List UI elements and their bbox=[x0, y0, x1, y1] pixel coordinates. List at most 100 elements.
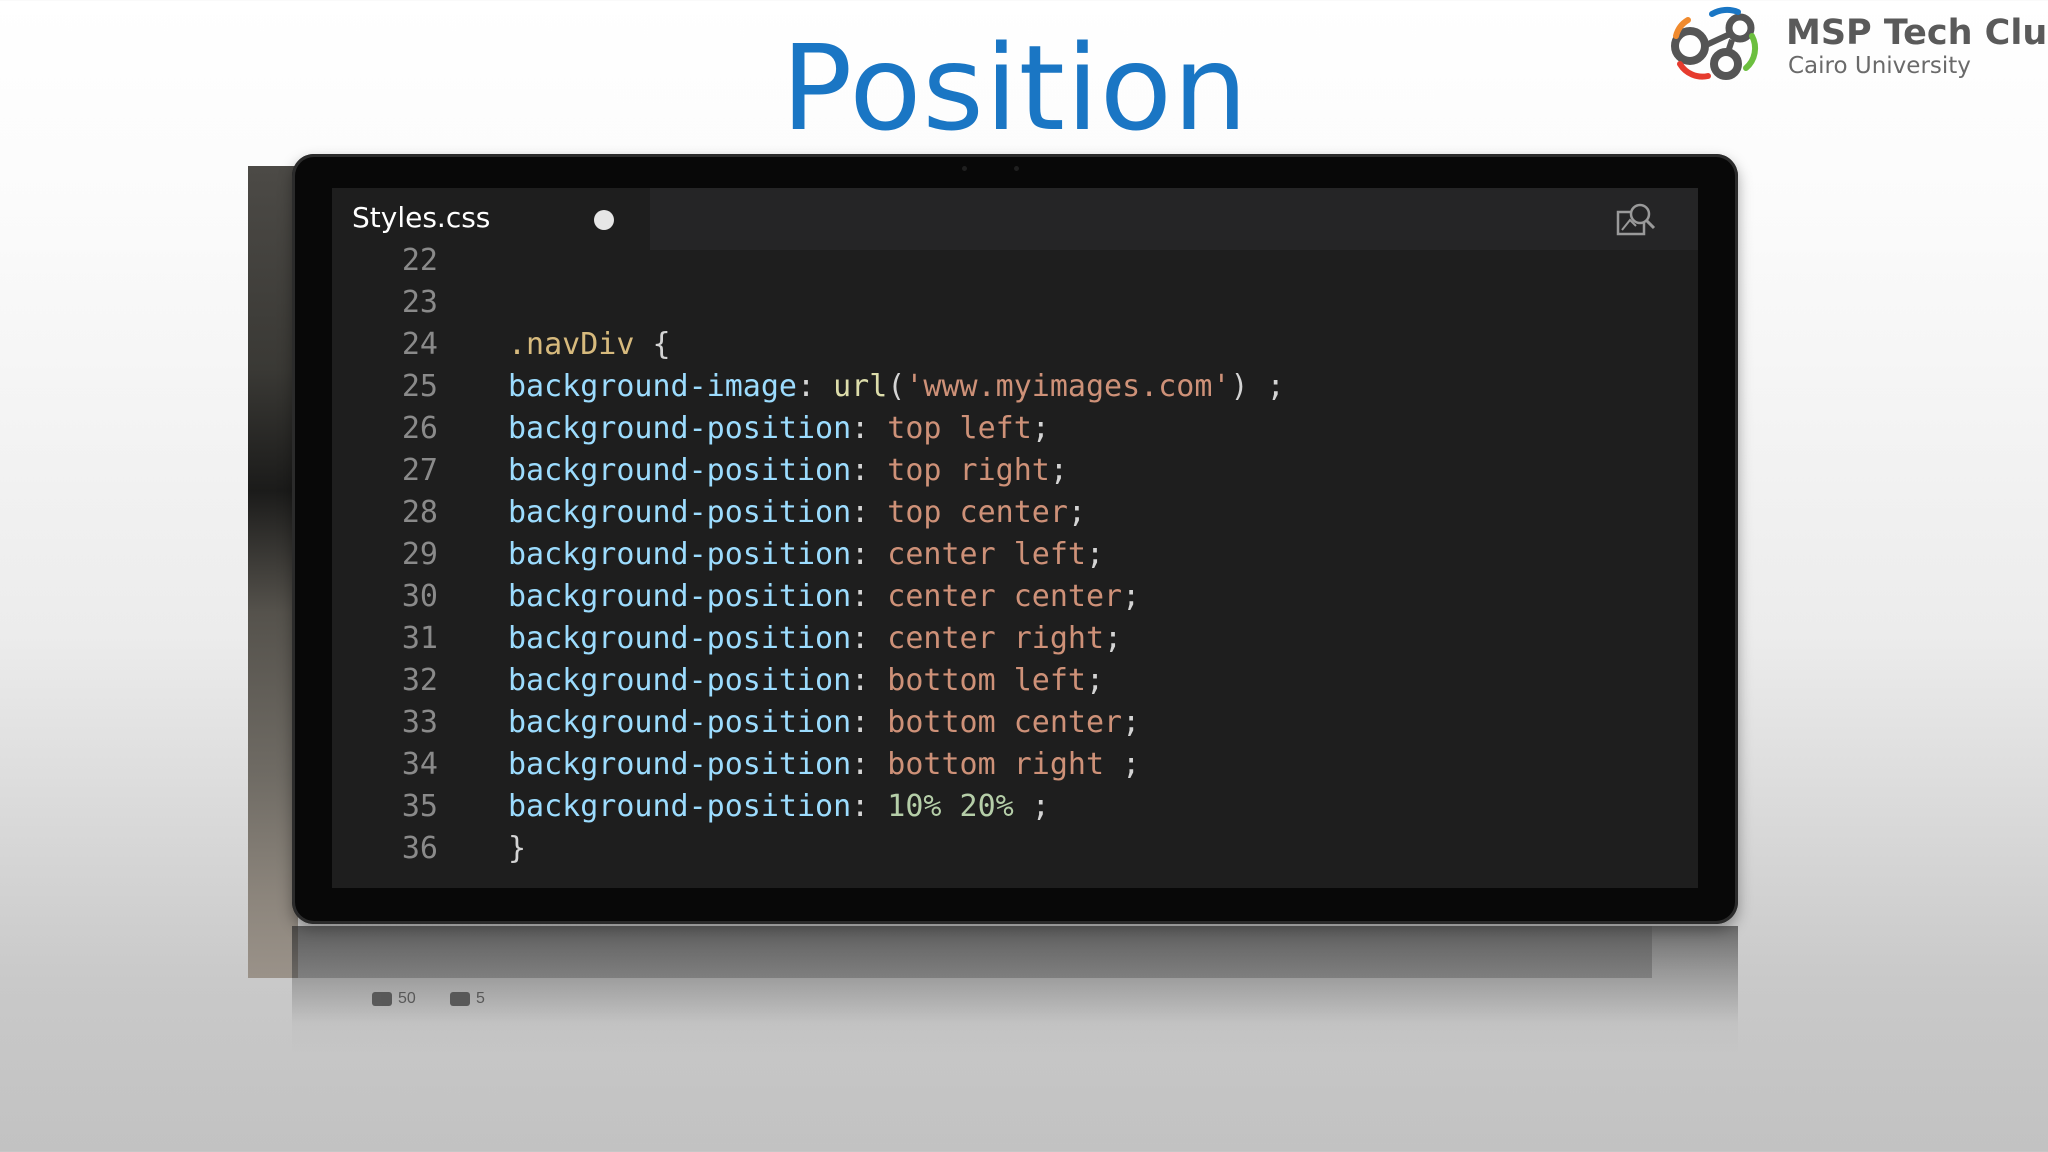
code-token: : bbox=[851, 453, 888, 488]
line-number: 32 bbox=[401, 663, 438, 698]
line-number: 33 bbox=[401, 705, 438, 740]
code-token: center right bbox=[887, 621, 1105, 656]
code-token: : bbox=[851, 411, 888, 446]
open-preview-icon[interactable] bbox=[1614, 200, 1658, 240]
line-source: background-position: center center; bbox=[508, 576, 1140, 618]
code-token: } bbox=[508, 831, 527, 866]
line-number: 28 bbox=[401, 495, 438, 530]
code-token: background-position bbox=[508, 495, 852, 530]
camera-icon bbox=[1014, 166, 1019, 171]
message-icon bbox=[450, 991, 470, 1006]
line-number: 25 bbox=[401, 369, 438, 404]
code-token: ) ; bbox=[1230, 369, 1285, 404]
code-token: : bbox=[851, 537, 888, 572]
code-token: top left bbox=[887, 411, 1032, 446]
code-token: ; bbox=[1013, 789, 1050, 824]
code-token: ; bbox=[1122, 705, 1141, 740]
device-reflection: 50 5 bbox=[292, 926, 1738, 1056]
line-source: background-position: bottom right ; bbox=[508, 744, 1140, 786]
code-token: : bbox=[851, 789, 888, 824]
line-source: background-position: bottom left; bbox=[508, 660, 1104, 702]
line-source: background-position: center left; bbox=[508, 534, 1104, 576]
comment-icon bbox=[372, 991, 392, 1006]
code-token: 10% 20% bbox=[887, 789, 1014, 824]
code-line[interactable]: 22 bbox=[332, 240, 1698, 282]
line-number: 26 bbox=[401, 411, 438, 446]
stat-value: 50 bbox=[398, 990, 416, 1007]
code-token: background-position bbox=[508, 411, 852, 446]
code-line[interactable]: 36} bbox=[332, 828, 1698, 870]
code-token: ; bbox=[1104, 621, 1123, 656]
code-token: background-image bbox=[508, 369, 797, 404]
slide-title: Position bbox=[781, 19, 1249, 157]
line-source: background-position: top right; bbox=[508, 450, 1068, 492]
code-token: url bbox=[833, 369, 888, 404]
code-line[interactable]: 33 background-position: bottom center; bbox=[332, 702, 1698, 744]
line-source: background-position: 10% 20% ; bbox=[508, 786, 1050, 828]
reflection-video bbox=[292, 926, 1652, 978]
code-token: center center bbox=[887, 579, 1123, 614]
code-token: : bbox=[851, 747, 888, 782]
code-token: background-position bbox=[508, 621, 852, 656]
code-token: center left bbox=[887, 537, 1086, 572]
editor-tab-bar: Styles.css bbox=[332, 188, 1698, 250]
code-token: ; bbox=[1049, 453, 1068, 488]
code-token: : bbox=[851, 621, 888, 656]
line-source: background-image: url('www.myimages.com'… bbox=[508, 366, 1285, 408]
code-token: top center bbox=[887, 495, 1068, 530]
line-number: 22 bbox=[401, 243, 438, 278]
code-line[interactable]: 31 background-position: center right; bbox=[332, 618, 1698, 660]
line-number: 23 bbox=[401, 285, 438, 320]
code-token: ; bbox=[1122, 579, 1141, 614]
code-token: ; bbox=[1031, 411, 1050, 446]
code-line[interactable]: 23 bbox=[332, 282, 1698, 324]
stat-value: 5 bbox=[476, 990, 485, 1007]
tab-label: Styles.css bbox=[352, 201, 491, 234]
line-number: 24 bbox=[401, 327, 438, 362]
code-token: ( bbox=[887, 369, 906, 404]
code-line[interactable]: 26 background-position: top left; bbox=[332, 408, 1698, 450]
code-line[interactable]: 24 .navDiv { bbox=[332, 324, 1698, 366]
code-token: : bbox=[851, 663, 888, 698]
code-token: : bbox=[851, 705, 888, 740]
line-source: } bbox=[508, 828, 526, 870]
line-number: 35 bbox=[401, 789, 438, 824]
code-token: ; bbox=[1085, 537, 1105, 572]
code-token: background-position bbox=[508, 747, 852, 782]
reflection-stat-messages: 5 bbox=[450, 990, 485, 1008]
code-line[interactable]: 25 background-image: url('www.myimages.co… bbox=[332, 366, 1698, 408]
background-video-frame bbox=[248, 166, 298, 978]
line-number: 30 bbox=[401, 579, 438, 614]
code-token: ; bbox=[1085, 663, 1105, 698]
code-token: background-position bbox=[508, 789, 852, 824]
bezel-dot bbox=[962, 166, 967, 171]
code-token: 'www.myimages.com' bbox=[905, 369, 1231, 404]
line-number: 31 bbox=[401, 621, 438, 656]
reflection-stat-comments: 50 bbox=[372, 990, 416, 1008]
code-token: background-position bbox=[508, 705, 852, 740]
code-token: bottom right bbox=[887, 747, 1105, 782]
code-line[interactable]: 35 background-position: 10% 20% ; bbox=[332, 786, 1698, 828]
code-token: background-position bbox=[508, 537, 852, 572]
code-line[interactable]: 30 background-position: center center; bbox=[332, 576, 1698, 618]
code-token: top right bbox=[887, 453, 1050, 488]
line-source: .navDiv { bbox=[508, 324, 671, 366]
line-source: background-position: bottom center; bbox=[508, 702, 1140, 744]
msp-club-logo-icon bbox=[1671, 7, 1759, 80]
code-token: .navDiv bbox=[508, 327, 635, 362]
line-number: 29 bbox=[401, 537, 438, 572]
code-token: { bbox=[634, 327, 671, 362]
code-line[interactable]: 29 background-position: center left; bbox=[332, 534, 1698, 576]
unsaved-dot-icon[interactable] bbox=[594, 210, 614, 230]
code-token: background-position bbox=[508, 663, 852, 698]
tab-styles-css[interactable]: Styles.css bbox=[332, 188, 650, 250]
code-token: background-position bbox=[508, 579, 852, 614]
code-line[interactable]: 32 background-position: bottom left; bbox=[332, 660, 1698, 702]
code-token: : bbox=[796, 369, 834, 404]
